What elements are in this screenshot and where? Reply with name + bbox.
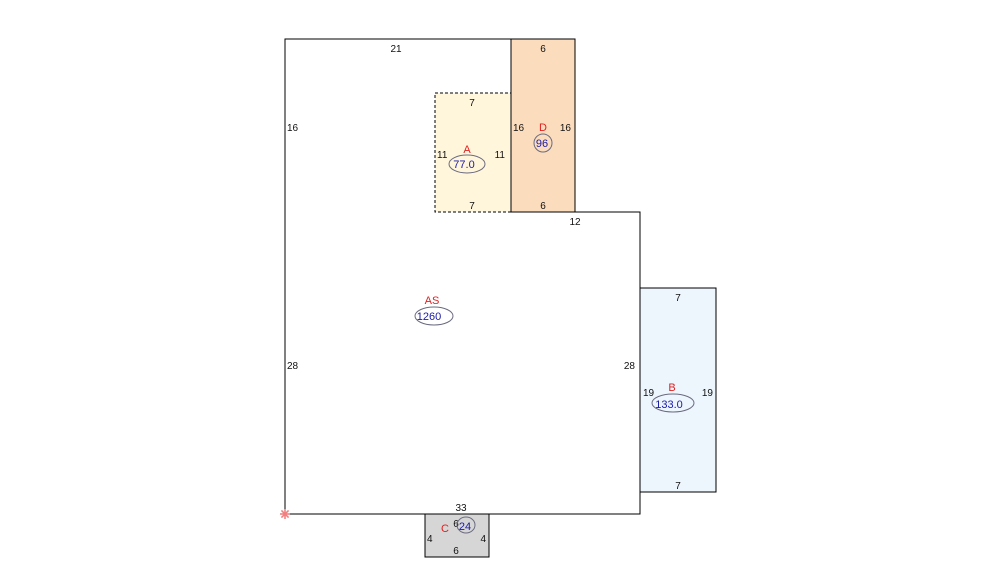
room-c-bottom-dim: 6 <box>453 546 459 557</box>
room-c-top-dim: 6 <box>453 519 459 530</box>
room-a-bottom-dim: 7 <box>469 201 475 212</box>
main-label: AS <box>425 295 440 307</box>
room-c-area-ellipse <box>456 516 476 534</box>
room-b-area-value: 133.0 <box>655 399 683 411</box>
room-d-outline <box>510 38 576 213</box>
room-a-top-dim: 7 <box>469 98 475 109</box>
room-d-area-ellipse <box>533 133 553 153</box>
room-a-area-ellipse <box>448 154 486 174</box>
room-c-outline <box>424 513 490 558</box>
room-d-left-dim: 16 <box>513 123 525 134</box>
main-area-value: 1260 <box>417 311 441 323</box>
room-b[interactable]: 7 7 19 19 B 133.0 <box>639 287 717 493</box>
room-a-area-value: 77.0 <box>453 159 474 171</box>
main-left-lower-dim: 28 <box>287 361 299 372</box>
main-top-dim: 21 <box>390 44 402 55</box>
main-bottom-dim: 33 <box>455 503 467 514</box>
room-d-top-dim: 6 <box>540 44 546 55</box>
room-b-area-ellipse <box>651 393 695 413</box>
room-a-label: A <box>463 144 471 156</box>
room-d[interactable]: 6 6 16 16 D 96 <box>510 38 576 213</box>
room-c[interactable]: 6 6 4 4 C 24 <box>424 513 490 558</box>
room-a-left-dim: 11 <box>437 150 448 161</box>
main-area-ellipse <box>414 306 454 326</box>
room-b-top-dim: 7 <box>675 293 681 304</box>
room-c-label: C <box>441 523 449 535</box>
main-step-dim: 12 <box>569 217 581 228</box>
room-a-right-dim: 11 <box>495 150 506 161</box>
room-d-right-dim: 16 <box>560 123 572 134</box>
room-c-left-dim: 4 <box>427 534 433 545</box>
room-d-bottom-dim: 6 <box>540 201 546 212</box>
room-c-right-dim: 4 <box>480 534 486 545</box>
main-left-upper-dim: 16 <box>287 123 299 134</box>
room-d-area-value: 96 <box>536 138 548 150</box>
room-b-outline <box>639 287 717 493</box>
room-b-label: B <box>668 382 675 394</box>
room-d-label: D <box>539 122 547 134</box>
room-c-area-value: 24 <box>459 521 471 533</box>
room-b-left-dim: 19 <box>643 388 655 399</box>
room-a[interactable]: 7 7 11 11 A 77.0 <box>434 92 512 213</box>
room-b-right-dim: 19 <box>702 388 714 399</box>
asterisk-icon <box>280 509 290 519</box>
room-b-bottom-dim: 7 <box>675 481 681 492</box>
main-right-dim: 28 <box>624 361 636 372</box>
